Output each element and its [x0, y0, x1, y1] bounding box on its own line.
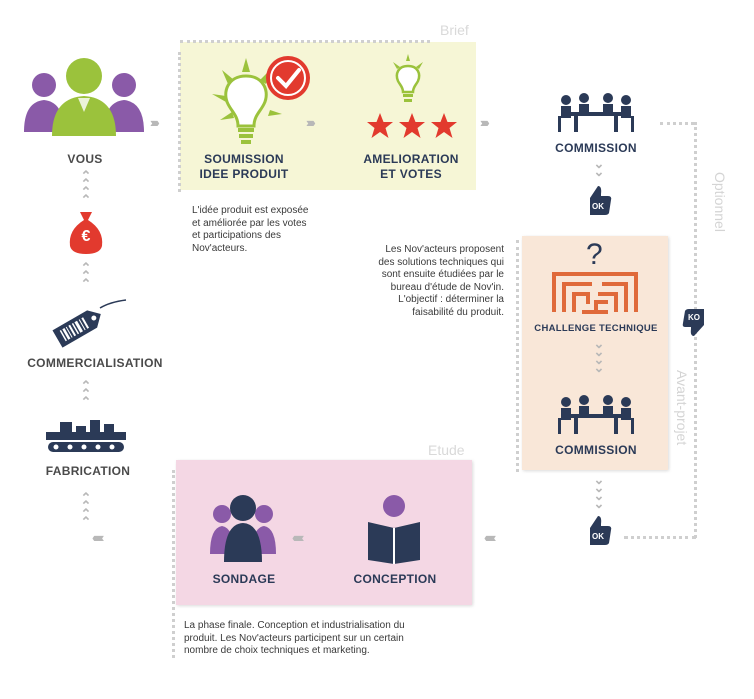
avant-projet-label: Avant-projet — [674, 370, 690, 446]
people-icon — [24, 58, 144, 136]
price-tag-icon — [52, 299, 127, 348]
arrow-etude-fabrication-h: ‹‹‹‹‹‹‹ — [92, 530, 104, 545]
small-bulb-icon — [393, 54, 423, 102]
optionnel-route-top — [660, 122, 694, 125]
etude-label: Etude — [428, 442, 465, 458]
conception-label: CONCEPTION — [353, 572, 437, 586]
arrow-commission-ok-bottom: ⌄⌄⌄⌄ — [593, 472, 605, 511]
arrow-conception-sondage: ‹‹‹‹‹‹‹ — [292, 530, 304, 545]
arrow-commercialisation-money: ⌃⌃⌃ — [80, 260, 92, 291]
arrow-commission-ok: ⌄⌄ — [593, 156, 605, 179]
etude-panel-edge — [172, 470, 175, 658]
commercialisation-label: COMMERCIALISATION — [27, 356, 163, 370]
factory-conveyor-icon — [46, 420, 126, 452]
commission-top-label: COMMISSION — [555, 141, 637, 155]
arrow-etude-fabrication-v: ⌃⌃⌃⌃ — [80, 490, 92, 529]
meeting-table-icon — [558, 93, 634, 132]
commission-mid-label: COMMISSION — [555, 443, 637, 457]
avant-projet-edge — [516, 240, 519, 472]
ok-thumb-top-icon — [590, 186, 612, 215]
arrow-vous-brief: ››››› — [150, 115, 160, 130]
arrow-fabrication-commercialisation: ⌃⌃⌃ — [80, 378, 92, 409]
idea-bulb-icon — [212, 56, 310, 144]
avant-projet-description: Les Nov'acteurs proposent des solutions … — [378, 244, 504, 318]
book-reader-icon — [368, 495, 420, 564]
arrow-ok-etude: ‹‹‹‹‹‹‹ — [484, 530, 496, 545]
maze-icon — [552, 272, 638, 314]
optionnel-route-bottom — [624, 536, 696, 539]
question-mark-icon: ? — [586, 238, 603, 271]
fabrication-label: FABRICATION — [45, 464, 131, 478]
brief-panel-edge — [178, 52, 181, 192]
amelioration-label: AMELIORATION ET VOTES — [363, 152, 459, 181]
soumission-label: SOUMISSION IDEE PRODUIT — [199, 152, 289, 181]
brief-label: Brief — [440, 22, 469, 38]
ko-thumb-icon — [682, 309, 704, 336]
brief-description: L'idée produit est exposée et améliorée … — [192, 205, 309, 254]
euro-symbol: € — [81, 228, 91, 245]
meeting-table-mid-icon — [558, 395, 634, 434]
arrow-brief-commission: ››››› — [480, 115, 490, 130]
ok-badge-top: OK — [592, 202, 604, 211]
arrow-challenge-commission: ⌄⌄⌄⌄ — [593, 336, 605, 375]
star-rating-icon — [367, 113, 457, 138]
optionnel-label: Optionnel — [712, 172, 728, 232]
arrow-soumission-amelioration: ››››› — [306, 115, 316, 130]
vous-label: VOUS — [67, 152, 103, 166]
etude-description: La phase finale. Conception et industria… — [184, 620, 405, 656]
money-bag-icon — [69, 212, 103, 254]
arrow-money-vous: ⌃⌃⌃⌃ — [80, 168, 92, 207]
group-icon — [210, 495, 276, 562]
brief-panel-top-edge — [180, 40, 430, 43]
challenge-technique-label: CHALLENGE TECHNIQUE — [534, 323, 658, 334]
ok-thumb-bottom-icon — [590, 516, 612, 545]
ko-badge: KO — [688, 313, 700, 322]
sondage-label: SONDAGE — [212, 572, 276, 586]
ok-badge-bottom: OK — [592, 532, 604, 541]
